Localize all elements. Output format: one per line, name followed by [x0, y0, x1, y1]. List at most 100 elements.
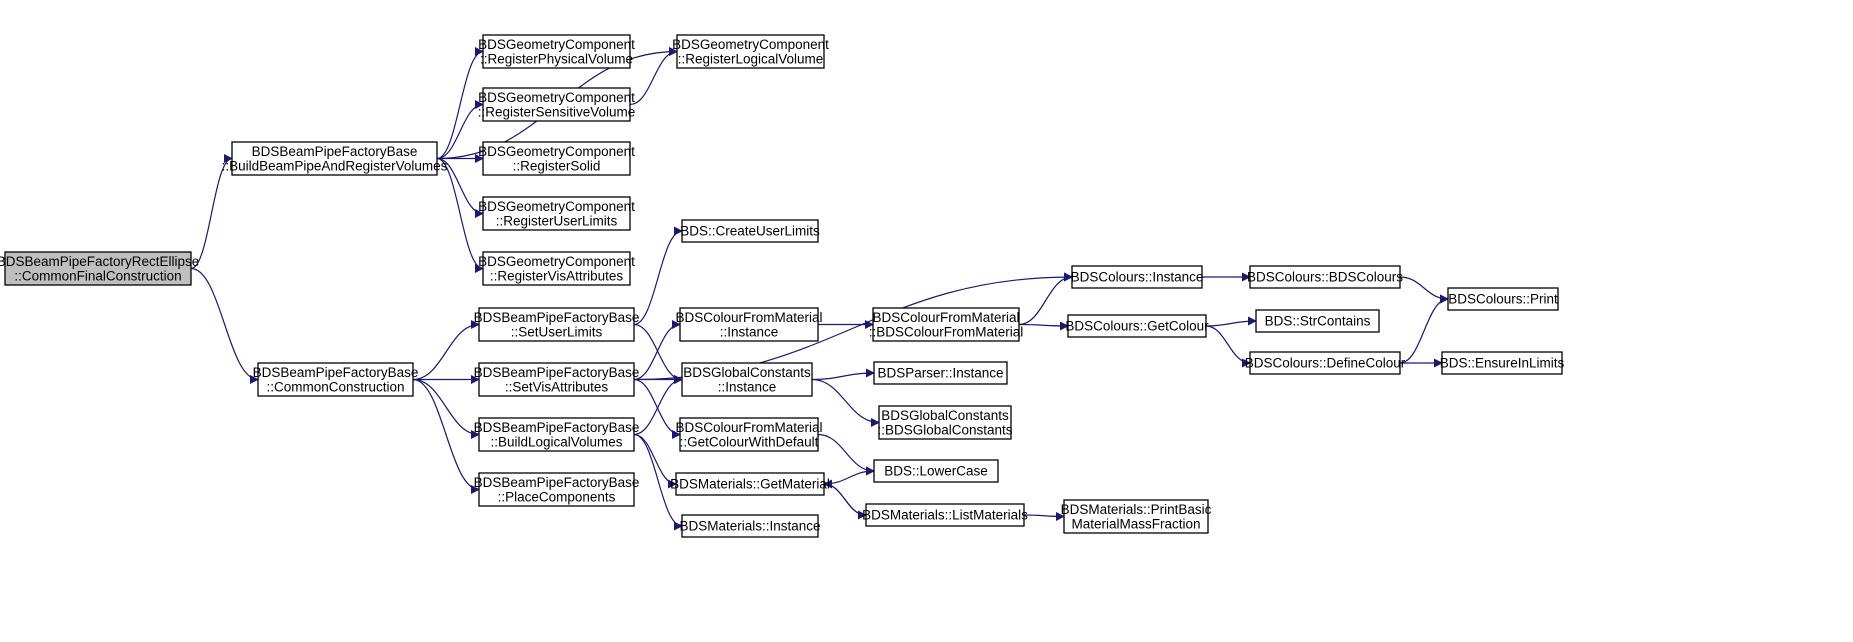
node-label-line: BDSMaterials::GetMaterial [670, 477, 830, 492]
edges-layer [190, 47, 1449, 531]
node-bdsbeampipefactorybase-buildlogicalvolumes[interactable]: BDSBeamPipeFactoryBase::BuildLogicalVolu… [474, 417, 640, 452]
node-bdsbeampipefactorybase-buildbeampipeandregistervolumes[interactable]: BDSBeamPipeFactoryBase::BuildBeamPipeAnd… [222, 141, 448, 176]
node-bdscolours-instance[interactable]: BDSColours::Instance [1071, 265, 1204, 289]
node-bdscolourfrommaterial-getcolourwithdefault[interactable]: BDSColourFromMaterial::GetColourWithDefa… [675, 417, 823, 452]
node-label-line: BDSColourFromMaterial [675, 310, 822, 325]
edge-n1-to-n7 [436, 157, 484, 273]
node-label-line: ::RegisterVisAttributes [490, 268, 624, 283]
node-label-line: BDSColours::Print [1448, 292, 1558, 307]
node-box [478, 362, 635, 397]
node-label-line: ::Instance [720, 324, 779, 339]
edge-n0-to-n1 [190, 154, 233, 270]
edge-n27-to-n25 [823, 466, 875, 485]
edge-n11-to-n12 [811, 368, 875, 381]
node-bdscolourfrommaterial-bdscolourfrommaterial[interactable]: BDSColourFromMaterial::BDSColourFromMate… [869, 307, 1024, 342]
node-label-line: BDSColours::DefineColour [1245, 356, 1406, 371]
node-box [679, 307, 819, 342]
node-bdsgeometrycomponent-registersolid[interactable]: BDSGeometryComponent::RegisterSolid [478, 141, 635, 176]
node-bdsgeometrycomponent-registeruserlimits[interactable]: BDSGeometryComponent::RegisterUserLimits [478, 196, 635, 231]
node-label-line: BDSGeometryComponent [478, 144, 635, 159]
node-label-line: BDSGeometryComponent [478, 199, 635, 214]
edge-n28-to-n29 [1023, 511, 1065, 521]
node-label-line: ::RegisterPhysicalVolume [480, 51, 633, 66]
node-bdsgeometrycomponent-registersensitivevolume[interactable]: BDSGeometryComponent::RegisterSensitiveV… [478, 87, 636, 122]
node-box [1255, 309, 1380, 333]
node-bdsmaterials-listmaterials[interactable]: BDSMaterials::ListMaterials [862, 503, 1028, 527]
node-box [878, 405, 1012, 440]
node-box [1249, 351, 1401, 375]
node-bdsglobalconstants-instance[interactable]: BDSGlobalConstants::Instance [681, 362, 813, 397]
node-bdscolours-getcolour[interactable]: BDSColours::GetColour [1065, 314, 1209, 338]
node-box [478, 307, 635, 342]
node-bds-ensureinlimits[interactable]: BDS::EnsureInLimits [1440, 351, 1565, 375]
node-bdsbeampipefactorybase-commonconstruction[interactable]: BDSBeamPipeFactoryBase::CommonConstructi… [253, 362, 419, 397]
node-box [679, 417, 819, 452]
node-label-line: ::BuildBeamPipeAndRegisterVolumes [222, 158, 448, 173]
node-label-line: BDSGlobalConstants [881, 408, 1009, 423]
node-label-line: BDSColourFromMaterial [872, 310, 1019, 325]
node-box [1063, 499, 1209, 534]
edge-n4-to-n3 [629, 47, 678, 106]
edge-n26-to-n30 [633, 433, 683, 531]
node-box [681, 362, 813, 397]
node-bdscolours-definecolour[interactable]: BDSColours::DefineColour [1245, 351, 1406, 375]
node-box [873, 361, 1008, 385]
node-box [676, 34, 825, 69]
node-box [482, 196, 631, 231]
node-label-line: MaterialMassFraction [1071, 516, 1200, 531]
node-bdscolours-print[interactable]: BDSColours::Print [1447, 287, 1559, 311]
node-label-line: BDSColours::BDSColours [1247, 270, 1403, 285]
node-bdscolours-bdscolours[interactable]: BDSColours::BDSColours [1247, 265, 1403, 289]
node-box [681, 219, 819, 243]
node-box [231, 141, 438, 176]
edge-n26-to-n11 [633, 375, 683, 436]
node-box [872, 307, 1020, 342]
node-label-line: BDSMaterials::Instance [679, 519, 820, 534]
edge-n8-to-n26 [412, 378, 480, 439]
node-box [865, 503, 1025, 527]
node-bdsbeampipefactoryrectellipse-commonfinalconstruction[interactable]: BDSBeamPipeFactoryRectEllipse::CommonFin… [0, 251, 199, 286]
node-box [482, 251, 631, 286]
node-bdsgeometrycomponent-registervisattributes[interactable]: BDSGeometryComponent::RegisterVisAttribu… [478, 251, 635, 286]
node-bds-lowercase[interactable]: BDS::LowerCase [873, 459, 999, 483]
node-label-line: BDSBeamPipeFactoryBase [474, 365, 640, 380]
node-bds-createuserlimits[interactable]: BDS::CreateUserLimits [680, 219, 820, 243]
node-label-line: BDSColourFromMaterial [675, 420, 822, 435]
node-label-line: BDSParser::Instance [877, 366, 1003, 381]
nodes-layer: BDSBeamPipeFactoryRectEllipse::CommonFin… [0, 34, 1565, 538]
node-label-line: BDS::StrContains [1265, 314, 1371, 329]
node-label-line: BDSGeometryComponent [478, 90, 635, 105]
edge-n1-to-n6 [436, 157, 484, 218]
node-bdsgeometrycomponent-registerlogicalvolume[interactable]: BDSGeometryComponent::RegisterLogicalVol… [672, 34, 829, 69]
node-bdsmaterials-getmaterial[interactable]: BDSMaterials::GetMaterial [670, 472, 830, 496]
node-bdsbeampipefactorybase-placecomponents[interactable]: BDSBeamPipeFactoryBase::PlaceComponents [474, 472, 640, 507]
node-label-line: BDSBeamPipeFactoryBase [474, 310, 640, 325]
node-bdsgeometrycomponent-registerphysicalvolume[interactable]: BDSGeometryComponent::RegisterPhysicalVo… [478, 34, 635, 69]
edge-n16-to-n17 [1399, 276, 1449, 304]
node-label-line: BDSColours::GetColour [1065, 319, 1209, 334]
node-bdsbeampipefactorybase-setvisattributes[interactable]: BDSBeamPipeFactoryBase::SetVisAttributes [474, 362, 640, 397]
edge-n9-to-n10 [633, 226, 683, 326]
node-bdsparser-instance[interactable]: BDSParser::Instance [873, 361, 1008, 385]
edge-n20-to-n21 [1205, 316, 1257, 327]
node-box [482, 87, 631, 122]
node-label-line: BDSMaterials::ListMaterials [862, 508, 1028, 523]
node-bdscolourfrommaterial-instance[interactable]: BDSColourFromMaterial::Instance [675, 307, 823, 342]
node-box [4, 251, 192, 286]
edge-n1-to-n4 [436, 100, 484, 160]
node-label-line: BDSBeamPipeFactoryBase [252, 144, 418, 159]
node-bds-strcontains[interactable]: BDS::StrContains [1255, 309, 1380, 333]
node-label-line: BDSBeamPipeFactoryBase [474, 475, 640, 490]
node-label-line: BDSBeamPipeFactoryRectEllipse [0, 254, 199, 269]
edge-n24-to-n25 [817, 433, 875, 476]
node-label-line: ::RegisterSensitiveVolume [478, 104, 636, 119]
node-bdsmaterials-printbasicmaterialmassfraction[interactable]: BDSMaterials::PrintBasicMaterialMassFrac… [1061, 499, 1212, 534]
node-bdsbeampipefactorybase-setuserlimits[interactable]: BDSBeamPipeFactoryBase::SetUserLimits [474, 307, 640, 342]
node-label-line: ::BDSColourFromMaterial [869, 324, 1024, 339]
node-bdsmaterials-instance[interactable]: BDSMaterials::Instance [679, 514, 821, 538]
node-label-line: ::RegisterUserLimits [496, 213, 618, 228]
node-bdsglobalconstants-bdsglobalconstants[interactable]: BDSGlobalConstants::BDSGlobalConstants [877, 405, 1013, 440]
edge-n8-to-n9 [412, 320, 480, 381]
edge-n14-to-n18 [633, 320, 681, 381]
